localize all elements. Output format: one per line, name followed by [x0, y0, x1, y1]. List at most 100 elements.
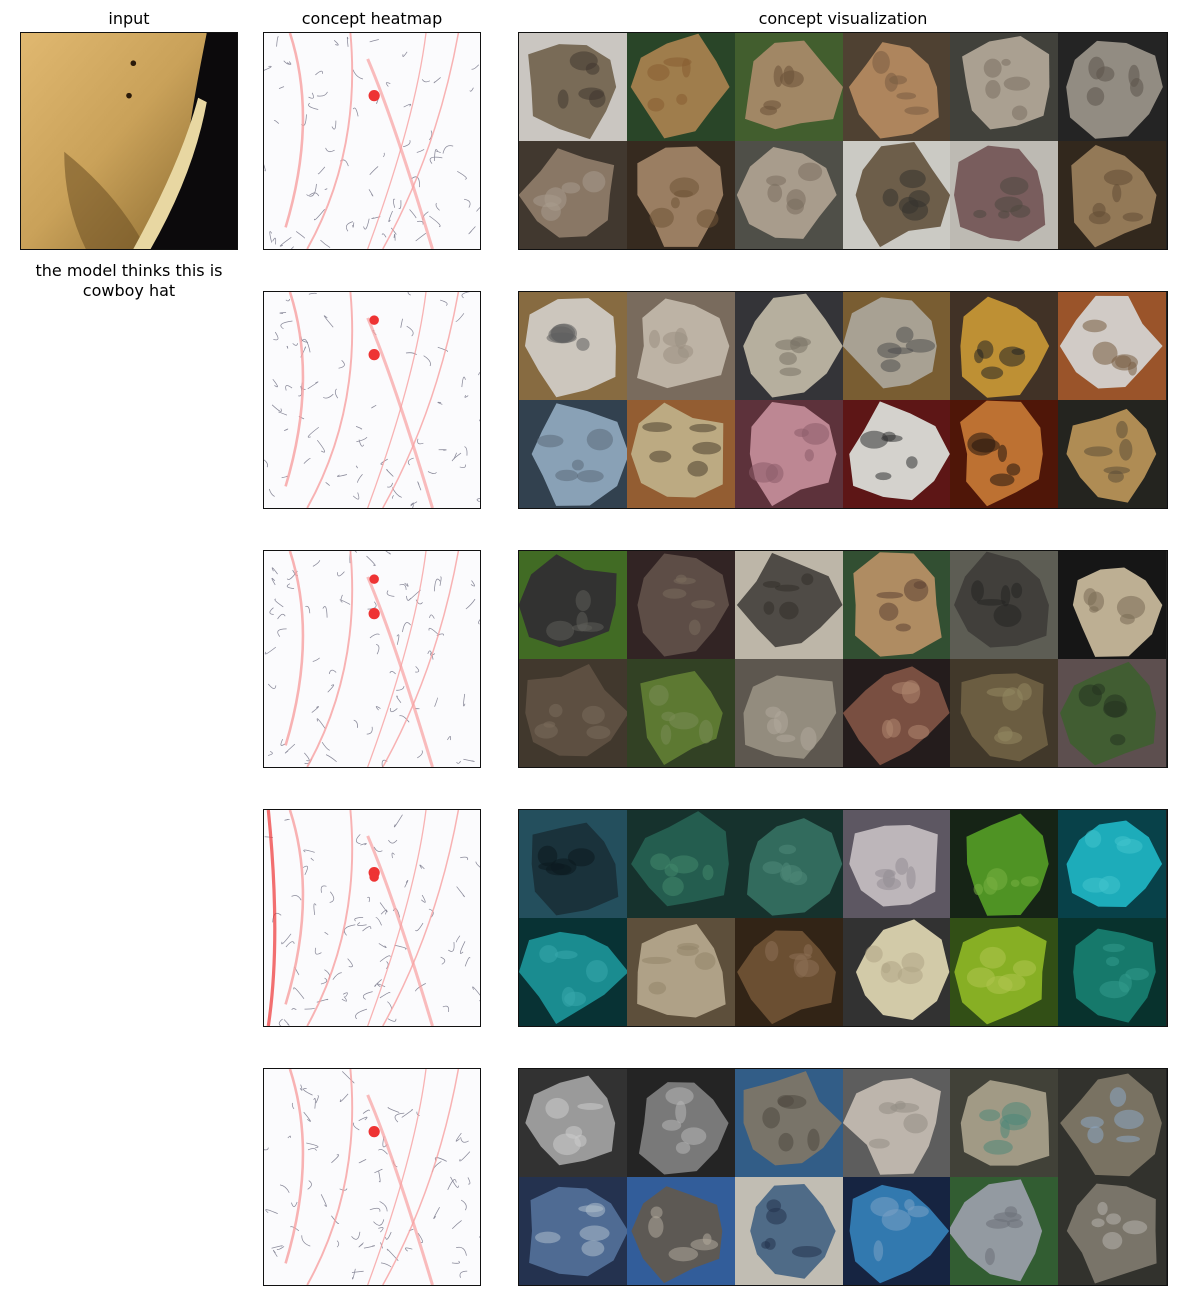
leaf-photo-icon	[950, 810, 1059, 918]
cougar-face-photo-icon	[1058, 140, 1167, 249]
concept-tile	[950, 140, 1059, 249]
perforated-dome-photo-icon	[950, 1069, 1059, 1177]
concept-visualization-grid	[518, 809, 1168, 1027]
concept-visualization-grid	[518, 291, 1168, 509]
concept-tile	[842, 399, 951, 508]
concept-visualization-grid	[518, 32, 1168, 250]
concept-tile	[626, 1069, 735, 1177]
concept-tile	[1058, 1069, 1167, 1177]
concept-tile	[842, 33, 951, 141]
grass-texture-photo-icon	[950, 917, 1059, 1026]
concept-visualization-grid	[518, 1068, 1168, 1286]
concept-tile	[950, 1176, 1059, 1285]
millipede-photo-icon	[734, 292, 843, 400]
concept-tile	[1058, 1176, 1167, 1285]
centipede-photo-icon	[1058, 292, 1167, 400]
concept-tile	[519, 292, 627, 400]
millipede-on-wood-photo-icon	[950, 292, 1059, 400]
concept-tile	[842, 551, 951, 659]
dome-interior-photo-icon	[842, 1069, 951, 1177]
concept-tile	[842, 917, 951, 1026]
concept-tile	[950, 917, 1059, 1026]
concept-tile	[842, 1176, 951, 1285]
heatmap-overlay-icon	[264, 33, 480, 249]
heatmap-overlay-icon	[264, 292, 480, 508]
knit-fabric-photo-icon	[626, 292, 735, 400]
concept-tile	[950, 33, 1059, 141]
concept-tile	[1058, 810, 1167, 918]
concept-tile	[519, 140, 627, 249]
knit-fabric-photo-icon	[734, 399, 843, 508]
concept-tile	[734, 33, 843, 141]
handwriting-paper-photo-icon	[842, 917, 951, 1026]
concept-heatmap	[263, 550, 481, 768]
concept-tile	[519, 917, 627, 1026]
planetarium-dome-photo-icon	[842, 1176, 951, 1285]
woman-cowboy-hat-photo-icon	[842, 658, 951, 767]
planetarium-dome-photo-icon	[734, 1069, 843, 1177]
cougar-face-photo-icon	[734, 140, 843, 249]
buffalo-horn-photo-icon	[734, 551, 843, 659]
concept-tile	[1058, 917, 1167, 1026]
heatmap-column-header: concept heatmap	[301, 9, 443, 28]
heatmap-overlay-icon	[264, 1069, 480, 1285]
buffalo-photo-icon	[626, 658, 735, 767]
concept-tile	[519, 551, 627, 659]
concept-tile	[842, 140, 951, 249]
concept-tile	[842, 810, 951, 918]
elephant-calf-photo-icon	[1058, 658, 1167, 767]
buffalo-horn-photo-icon	[626, 551, 735, 659]
concept-tile	[519, 1176, 627, 1285]
planetarium-dome-photo-icon	[950, 1176, 1059, 1285]
concept-tile	[734, 810, 843, 918]
cowboy-hat-icon	[21, 33, 237, 249]
planetarium-dome-photo-icon	[1058, 1176, 1167, 1285]
visualization-column-header: concept visualization	[758, 9, 928, 28]
concept-tile	[626, 33, 735, 141]
planetarium-dome-photo-icon	[734, 1176, 843, 1285]
water-buffalo-photo-icon	[519, 551, 627, 659]
concept-tile	[1058, 658, 1167, 767]
concept-tile	[950, 292, 1059, 400]
concept-heatmap	[263, 1068, 481, 1286]
rock-pile-photo-icon	[734, 917, 843, 1026]
concept-tile	[626, 917, 735, 1026]
concept-tile	[519, 1069, 627, 1177]
elephant-photo-icon	[519, 658, 627, 767]
turquoise-water-photo-icon	[519, 917, 627, 1026]
concept-tile	[1058, 33, 1167, 141]
heatmap-overlay-icon	[264, 551, 480, 767]
concept-tile	[842, 292, 951, 400]
concept-tile	[519, 33, 627, 141]
glass-building-photo-icon	[519, 1176, 627, 1285]
input-image	[20, 32, 238, 250]
planetarium-dome-photo-icon	[1058, 1069, 1167, 1177]
concept-tile	[1058, 399, 1167, 508]
concept-tile	[626, 399, 735, 508]
centipede-legs-photo-icon	[950, 399, 1059, 508]
concept-tile	[950, 399, 1059, 508]
cougar-face-photo-icon	[1058, 33, 1167, 141]
concept-tile	[519, 658, 627, 767]
millipede-photo-icon	[1058, 399, 1167, 508]
thatched-hut-photo-icon	[626, 33, 735, 141]
coral-texture-photo-icon	[626, 810, 735, 918]
heatmap-overlay-icon	[264, 810, 480, 1026]
planetarium-dome-photo-icon	[626, 1176, 735, 1285]
concept-tile	[626, 658, 735, 767]
turquoise-water-photo-icon	[1058, 917, 1167, 1026]
concept-tile	[734, 1069, 843, 1177]
concept-tile	[1058, 140, 1167, 249]
concept-tile	[626, 292, 735, 400]
concept-tile	[950, 551, 1059, 659]
concept-tile	[950, 658, 1059, 767]
moss-texture-photo-icon	[734, 810, 843, 918]
water-buffalo-photo-icon	[950, 551, 1059, 659]
perforated-dome-photo-icon	[626, 1069, 735, 1177]
concept-tile	[734, 658, 843, 767]
thatched-cottage-photo-icon	[842, 140, 951, 249]
perforated-dome-photo-icon	[519, 1069, 627, 1177]
concept-tile	[734, 1176, 843, 1285]
centipede-photo-icon	[519, 292, 627, 400]
concept-visualization-grid	[518, 550, 1168, 768]
